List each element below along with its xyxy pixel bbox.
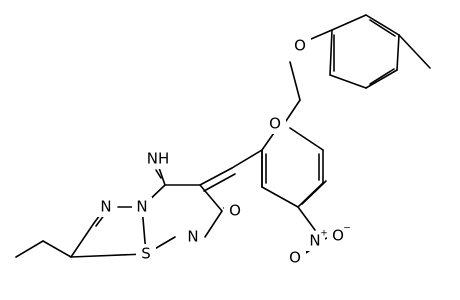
atom-label-nitro-o-top: O [332, 227, 344, 245]
charge-minus-nitro-o: − [343, 224, 351, 234]
atom-label-ether-o-aryl: O [269, 115, 281, 133]
bond-single-24 [329, 29, 333, 76]
bond-single-17 [297, 206, 316, 231]
atom-label-carbonyl-o: O [229, 202, 241, 220]
atom-label-n-bottom: N [187, 228, 198, 246]
bond-single-11 [204, 210, 223, 238]
bond-single-29 [329, 74, 367, 89]
bond-single-21 [285, 99, 301, 122]
bond-double-10 [369, 68, 395, 85]
bond-double-7 [301, 180, 327, 205]
bond-single-10 [199, 184, 223, 212]
bond-single-6 [70, 253, 147, 258]
atom-labels: N N S N O NH N + O − O O O [96, 36, 351, 268]
bond-single-26 [365, 14, 400, 36]
bond-double-4 [203, 173, 236, 192]
bond-single-2 [70, 222, 95, 258]
atom-label-nitro-o-bottom: O [289, 249, 301, 267]
bond-double-3 [199, 167, 233, 186]
atom-label-ether-o-phenoxy: O [294, 37, 306, 55]
bond-single-16 [261, 186, 299, 208]
bond-double-9 [369, 19, 396, 37]
bond-single-0 [15, 240, 44, 258]
atom-label-n-bridge: N [136, 198, 147, 216]
bond-single-1 [42, 240, 72, 258]
bond-single-30 [398, 34, 431, 69]
bond-single-27 [396, 34, 400, 71]
atom-label-sulfur: S [141, 245, 151, 263]
bond-single-13 [231, 149, 263, 169]
bond-single-25 [331, 14, 367, 31]
charge-plus-nitro-n: + [320, 229, 328, 239]
bond-single-20 [289, 127, 324, 151]
atom-label-nitro-n: N [309, 232, 320, 250]
atom-label-imine-nh: NH [147, 150, 170, 168]
bond-single-28 [365, 69, 398, 89]
bond-double-12 [155, 169, 162, 179]
bond-single-22 [289, 61, 301, 101]
bond-lines [15, 14, 431, 258]
atom-label-n-top: N [100, 198, 111, 216]
